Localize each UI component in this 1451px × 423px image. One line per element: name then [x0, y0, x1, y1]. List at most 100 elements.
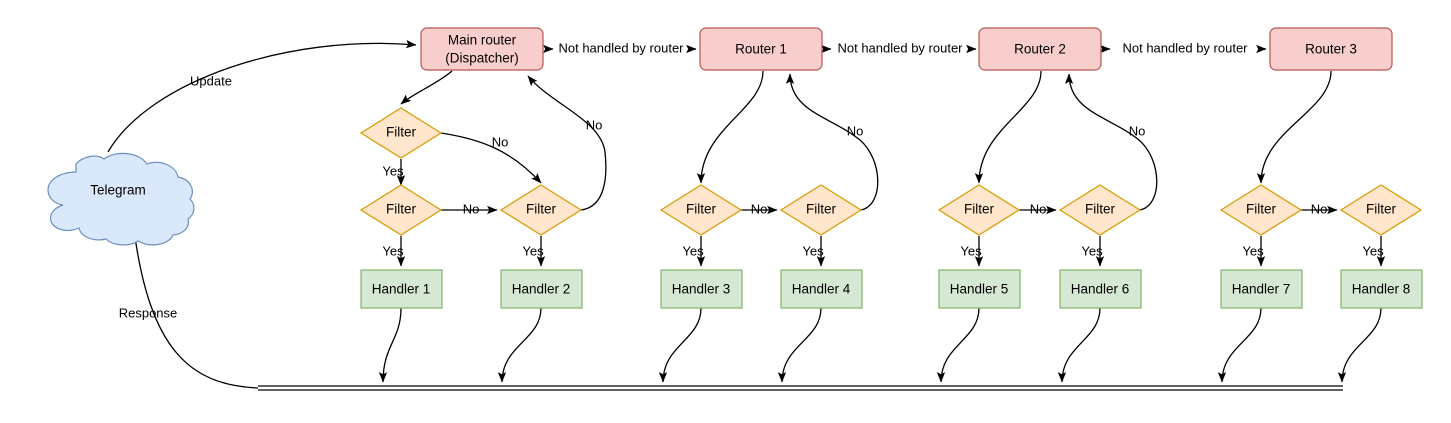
label-not-handled-2: Not handled by router	[837, 40, 963, 55]
filter7-diamond	[1219, 184, 1303, 236]
filter1-diamond	[359, 184, 443, 236]
filter0-diamond	[359, 107, 443, 159]
label-update: Update	[190, 73, 232, 88]
edge-bus-to-telegram-response	[131, 229, 259, 389]
label-yes-filter6: Yes	[1081, 243, 1103, 258]
node-filter-8[interactable]: Filter	[1339, 184, 1423, 236]
edge-handler7-to-bus	[1217, 307, 1262, 383]
filter6-label: Filter	[1085, 202, 1116, 217]
router1-label: Router 1	[735, 42, 787, 57]
label-yes-filter7: Yes	[1242, 243, 1264, 258]
label-yes-filter1: Yes	[382, 243, 404, 258]
filter8-label: Filter	[1366, 202, 1397, 217]
filter3-label: Filter	[686, 202, 717, 217]
node-main-router[interactable]: Main router (Dispatcher)	[420, 27, 544, 71]
node-handler-4[interactable]: Handler 4	[780, 269, 863, 309]
edge-filter0-no-to-filter2	[440, 132, 542, 184]
node-router-3[interactable]: Router 3	[1269, 27, 1393, 71]
label-yes-filter0: Yes	[382, 163, 404, 178]
label-yes-filter3: Yes	[682, 243, 704, 258]
label-yes-filter8: Yes	[1362, 243, 1384, 258]
filter2-label: Filter	[526, 202, 557, 217]
node-handler-6[interactable]: Handler 6	[1059, 269, 1142, 309]
label-no-filter7: No	[1311, 201, 1328, 216]
handler6-box	[1059, 269, 1142, 309]
label-yes-filter4: Yes	[802, 243, 824, 258]
label-no-filter1: No	[463, 201, 480, 216]
handler2-label: Handler 2	[512, 282, 571, 297]
label-no-filter3: No	[751, 201, 768, 216]
label-no-filter6-back: No	[1129, 123, 1146, 138]
label-yes-filter2: Yes	[522, 243, 544, 258]
edge-update	[107, 40, 417, 153]
edge-handler1-to-bus	[378, 307, 402, 383]
telegram-cloud[interactable]: Telegram	[47, 152, 195, 246]
node-router-2[interactable]: Router 2	[978, 27, 1102, 71]
label-no-filter0: No	[492, 134, 509, 149]
node-handler-7[interactable]: Handler 7	[1220, 269, 1303, 309]
node-router-1[interactable]: Router 1	[699, 27, 823, 71]
handler1-label: Handler 1	[372, 282, 431, 297]
edge-handler5-to-bus	[936, 307, 980, 383]
main-router-label-line1: Main router	[448, 33, 517, 48]
handler7-box	[1220, 269, 1303, 309]
filter4-label: Filter	[806, 202, 837, 217]
node-filter-3[interactable]: Filter	[659, 184, 743, 236]
filter8-diamond	[1339, 184, 1423, 236]
main-router-label-line2: (Dispatcher)	[445, 51, 519, 66]
filter6-diamond	[1058, 184, 1142, 236]
filter7-label: Filter	[1246, 202, 1277, 217]
edge-mainrouter-to-filter0	[400, 70, 453, 105]
edge-filter4-no-to-router1	[785, 73, 879, 211]
handler3-box	[660, 269, 743, 309]
node-handler-3[interactable]: Handler 3	[660, 269, 743, 309]
filter3-diamond	[659, 184, 743, 236]
node-filter-1[interactable]: Filter	[359, 184, 443, 236]
node-filter-4[interactable]: Filter	[779, 184, 863, 236]
edge-router2-to-filter5	[974, 70, 1042, 184]
handler1-box	[360, 269, 443, 309]
node-handler-5[interactable]: Handler 5	[938, 269, 1021, 309]
handler5-box	[938, 269, 1021, 309]
label-yes-filter5: Yes	[960, 243, 982, 258]
handler5-label: Handler 5	[950, 282, 1009, 297]
handler2-box	[500, 269, 583, 309]
edge-handler8-to-bus	[1337, 307, 1382, 383]
edge-handler3-to-bus	[658, 307, 702, 383]
node-filter-5[interactable]: Filter	[937, 184, 1021, 236]
label-no-filter5: No	[1030, 201, 1047, 216]
filter0-label: Filter	[386, 125, 417, 140]
label-response: Response	[119, 305, 178, 320]
node-handler-8[interactable]: Handler 8	[1340, 269, 1423, 309]
edge-label-group: Update Response Not handled by router No…	[119, 40, 1384, 320]
router3-box	[1269, 27, 1393, 71]
edge-filter6-no-to-router2	[1064, 73, 1158, 211]
handler4-box	[780, 269, 863, 309]
handler3-label: Handler 3	[672, 282, 731, 297]
edge-router3-to-filter7	[1256, 70, 1332, 184]
edge-handler6-to-bus	[1057, 307, 1101, 383]
node-filter-7[interactable]: Filter	[1219, 184, 1303, 236]
main-router-box	[420, 27, 544, 71]
filter5-label: Filter	[964, 202, 995, 217]
router2-label: Router 2	[1014, 42, 1066, 57]
node-handler-1[interactable]: Handler 1	[360, 269, 443, 309]
cloud-label: Telegram	[90, 183, 146, 198]
label-no-filter4-back: No	[847, 123, 864, 138]
handler4-label: Handler 4	[792, 282, 851, 297]
filter5-diamond	[937, 184, 1021, 236]
handler8-box	[1340, 269, 1423, 309]
node-filter-0[interactable]: Filter	[359, 107, 443, 159]
edge-router1-to-filter3	[696, 70, 764, 184]
edge-filter2-no-to-mainrouter	[527, 75, 607, 211]
node-handler-2[interactable]: Handler 2	[500, 269, 583, 309]
node-filter-6[interactable]: Filter	[1058, 184, 1142, 236]
label-not-handled-1: Not handled by router	[558, 40, 684, 55]
node-filter-2[interactable]: Filter	[499, 184, 583, 236]
handler6-label: Handler 6	[1071, 282, 1130, 297]
filter2-diamond	[499, 184, 583, 236]
label-no-filter2-back: No	[586, 117, 603, 132]
edge-handler4-to-bus	[777, 307, 822, 383]
filter4-diamond	[779, 184, 863, 236]
